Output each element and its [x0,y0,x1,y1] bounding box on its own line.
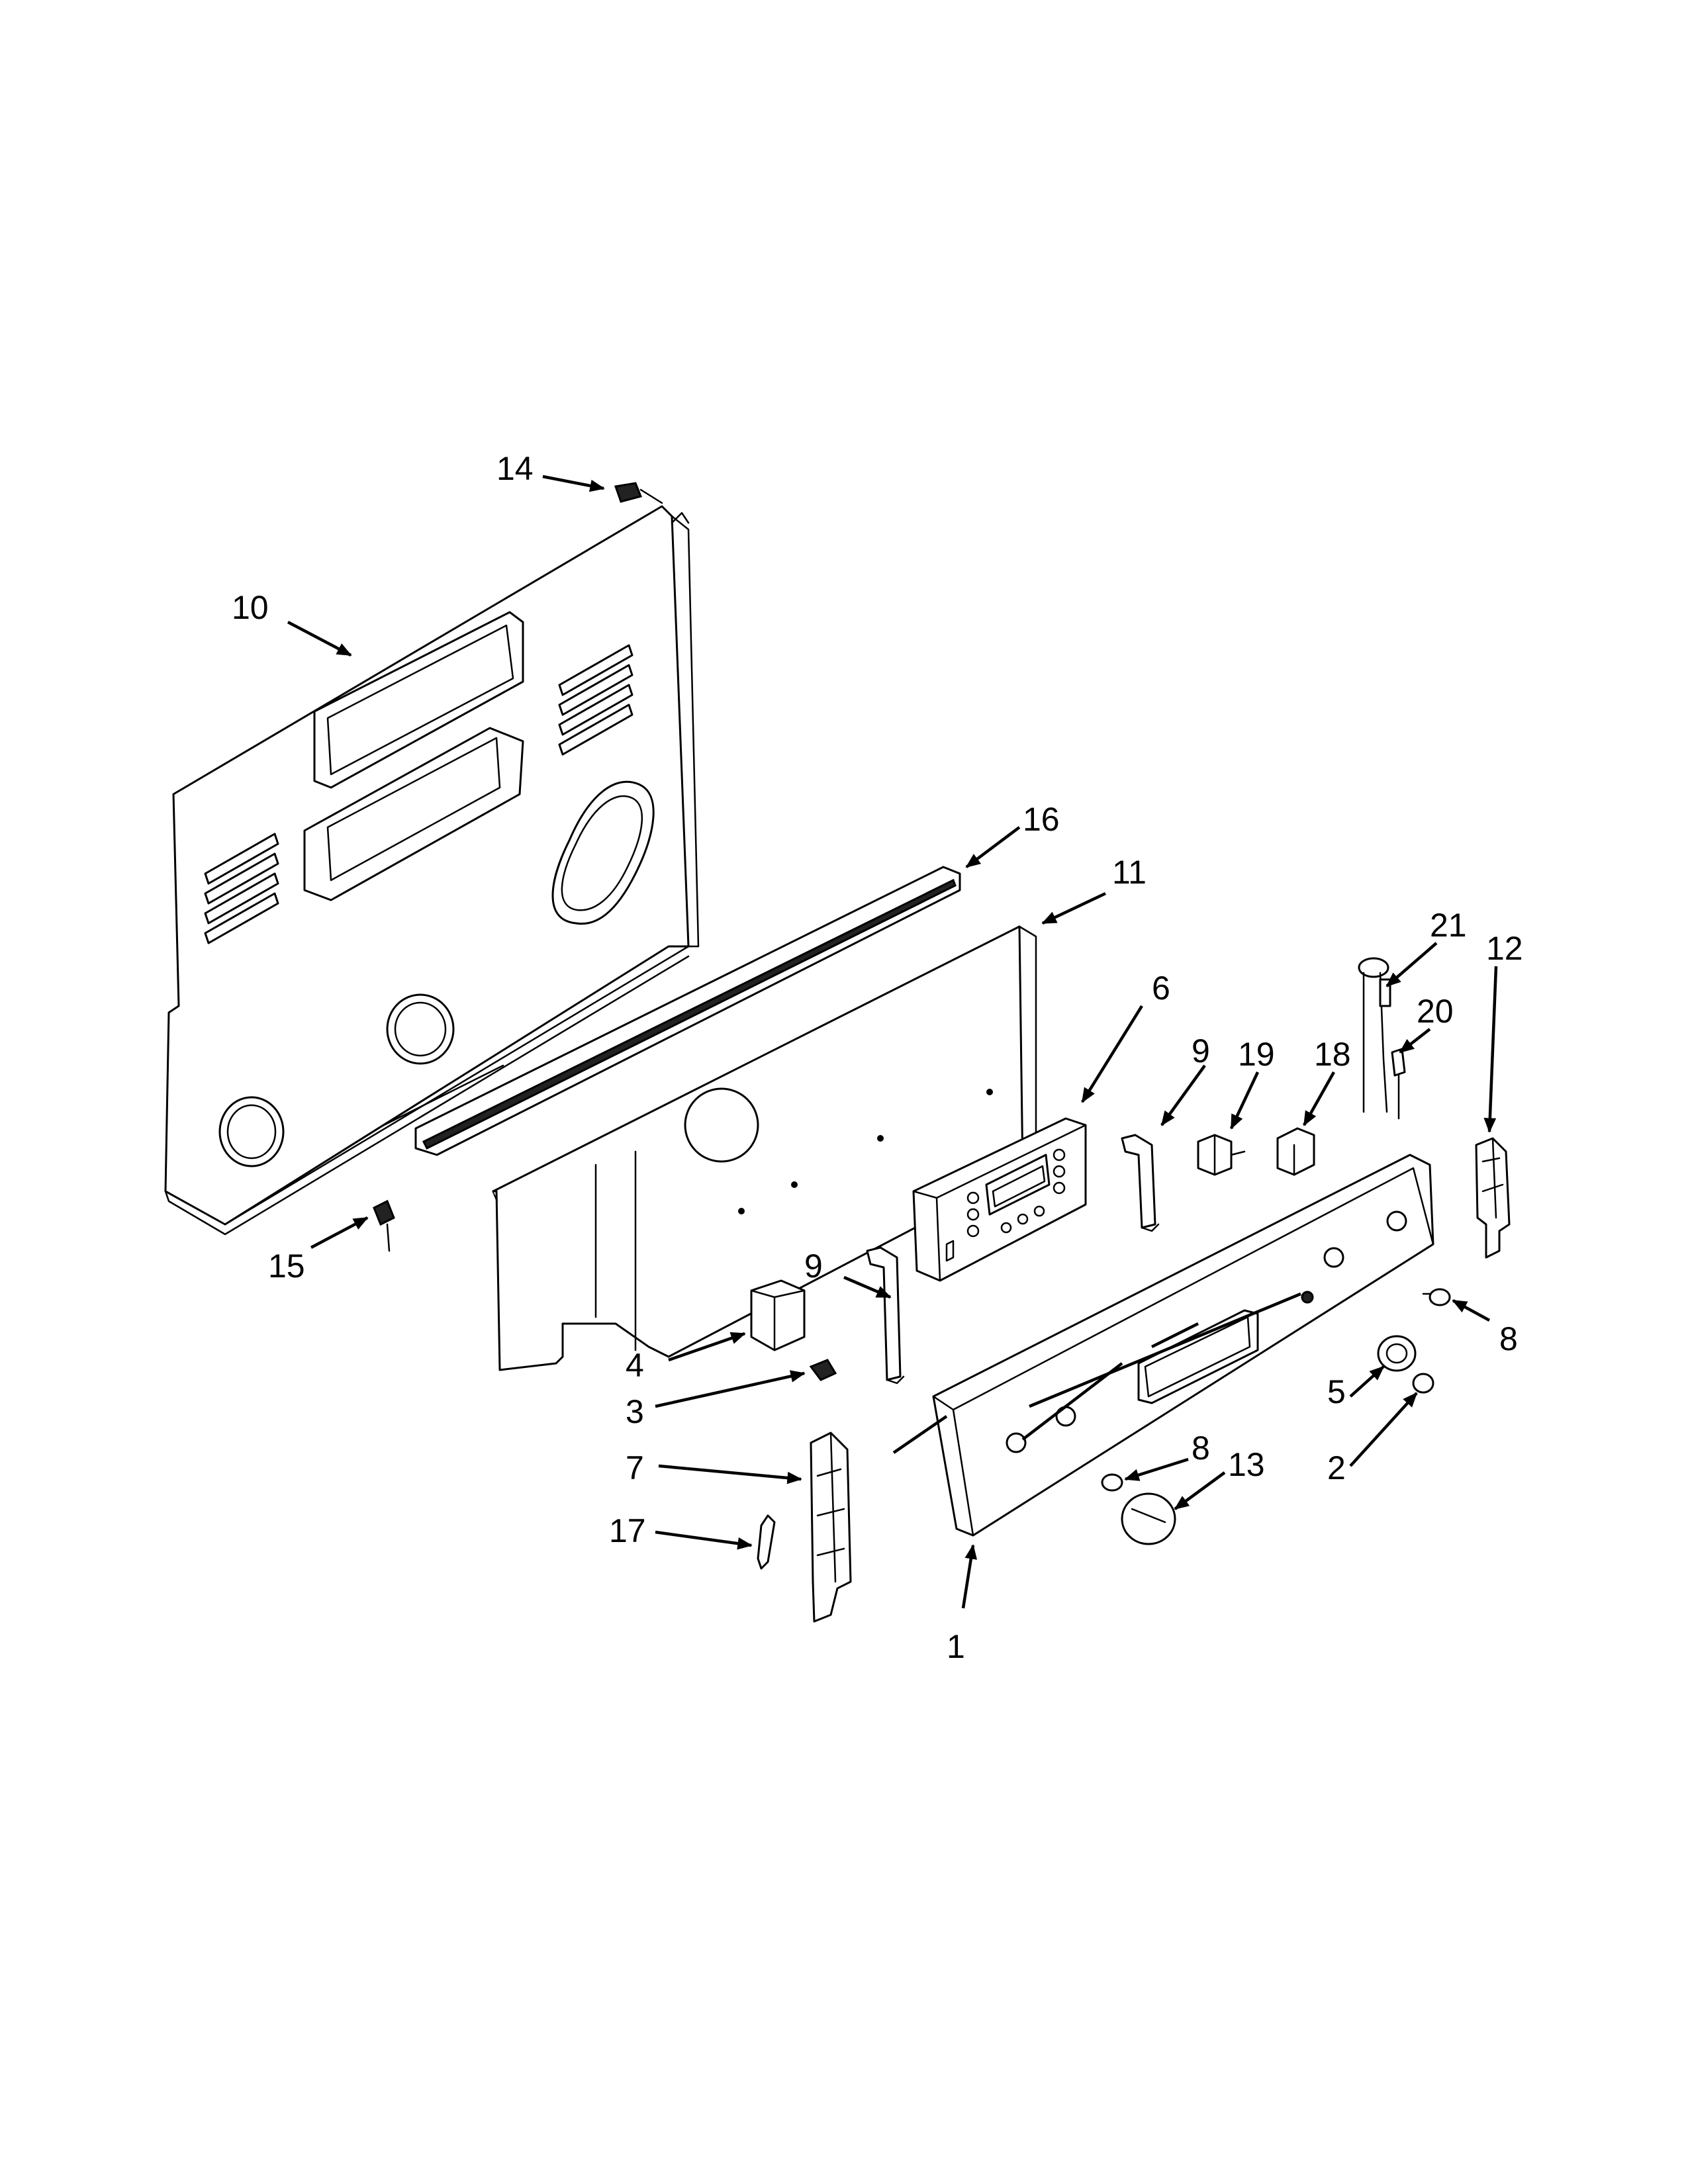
callout-15: 15 [268,1248,305,1285]
callout-18: 18 [1314,1036,1351,1073]
clip-part-17 [757,1514,776,1570]
cap-part-2 [1412,1373,1434,1394]
callout-7: 7 [626,1449,644,1486]
callout-17: 17 [609,1512,646,1549]
bracket-part-9-left [866,1246,905,1385]
leader-lines [287,475,1498,1609]
callout-5: 5 [1327,1373,1346,1410]
trim-strip-part-16 [414,866,961,1156]
callout-8-right: 8 [1499,1320,1518,1357]
callout-14: 14 [496,450,534,487]
bracket-part-9-right [1121,1134,1160,1232]
knob-part-5 [1377,1335,1417,1372]
callout-6: 6 [1152,970,1170,1007]
end-cap-part-12 [1475,1137,1511,1259]
callout-19: 19 [1238,1036,1275,1073]
callout-12: 12 [1486,930,1523,967]
switch-part-19 [1197,1134,1246,1176]
callout-1: 1 [947,1628,965,1665]
callout-9-left: 9 [804,1248,823,1285]
callout-11: 11 [1112,854,1147,891]
callout-21: 21 [1430,907,1467,944]
control-bracket-part-11 [492,925,1037,1371]
switch-part-4 [750,1279,806,1351]
callout-9-right: 9 [1192,1032,1210,1069]
screw-part-14 [614,482,663,504]
end-cap-part-7 [810,1432,852,1623]
callout-13: 13 [1228,1446,1265,1483]
screw-part-15 [373,1199,395,1252]
callout-8-left: 8 [1192,1430,1210,1467]
button-part-8-left [1101,1473,1123,1492]
callout-20: 20 [1417,993,1454,1030]
button-part-8-right [1422,1288,1451,1306]
callout-2: 2 [1327,1449,1346,1486]
callout-labels: 14 10 16 11 6 9 19 18 21 20 12 9 15 4 3 … [232,450,1523,1665]
callout-10: 10 [232,589,269,626]
control-console-part-1 [932,1154,1434,1537]
rear-panel-part-10 [164,505,700,1236]
relay-part-18 [1276,1127,1315,1176]
callout-4: 4 [626,1347,644,1384]
callout-16: 16 [1023,801,1060,838]
component-part-20 [1391,1048,1406,1120]
knob-part-13 [1121,1492,1176,1545]
callout-3: 3 [626,1393,644,1430]
electronic-control-part-6 [912,1117,1087,1282]
screw-part-3 [809,1359,837,1381]
component-part-21 [1358,957,1391,1113]
